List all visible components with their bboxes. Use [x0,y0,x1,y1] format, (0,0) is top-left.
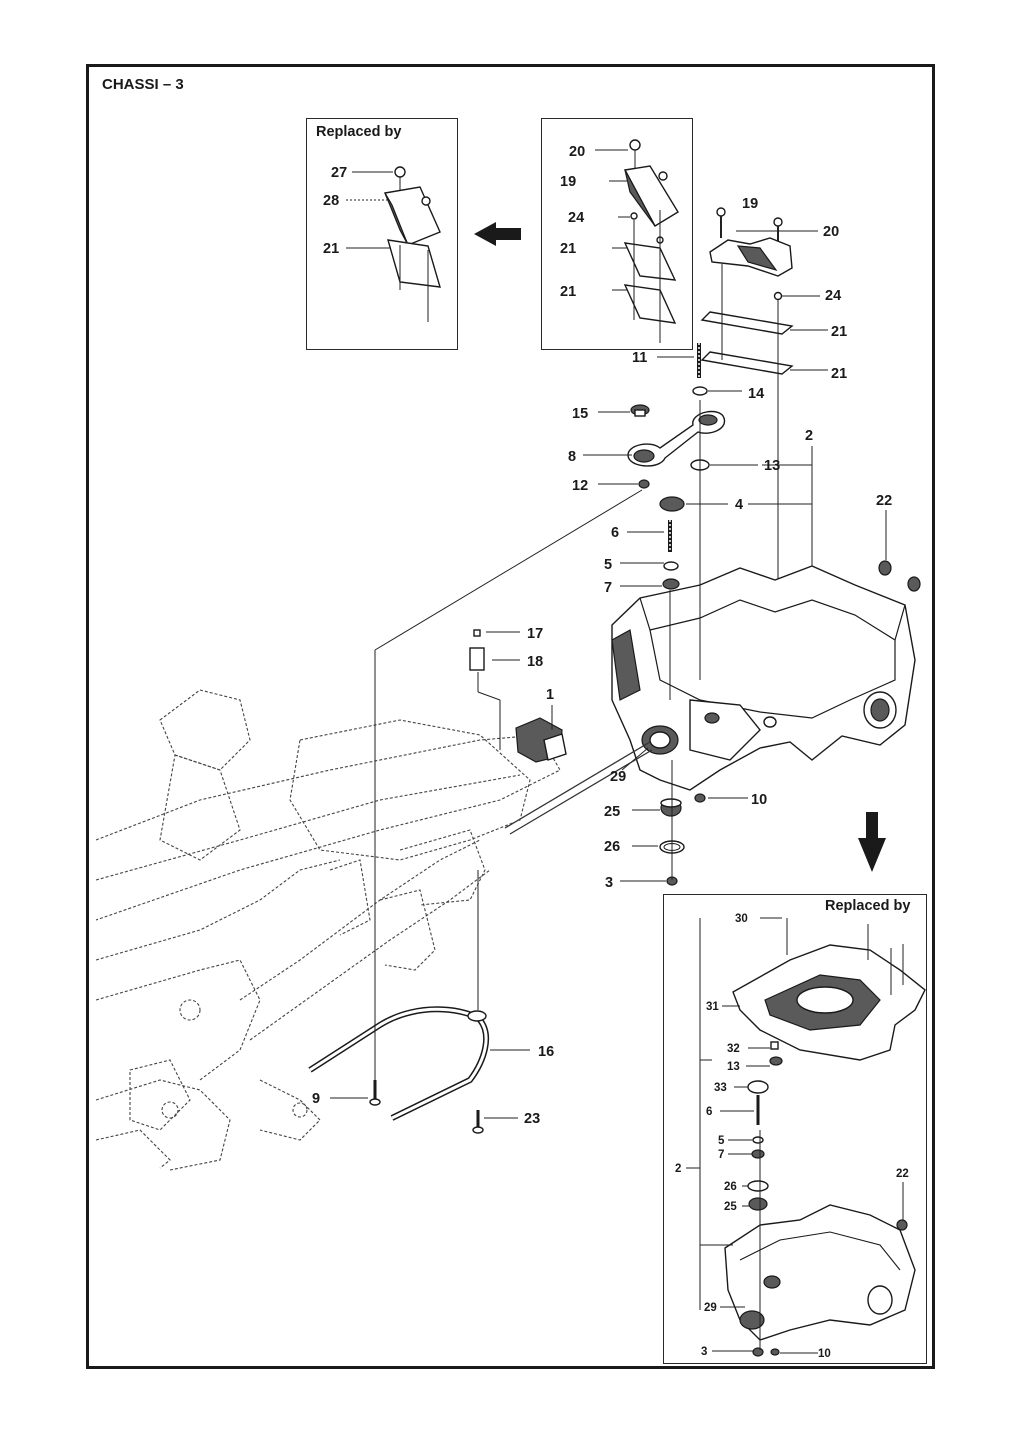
arrow-left-icon [474,222,521,246]
callout-7: 7 [718,1149,724,1161]
callout-12: 12 [572,478,588,494]
callout-25: 25 [604,804,620,820]
callout-21: 21 [560,284,576,300]
arrow-down-icon [858,812,886,872]
callout-24: 24 [825,288,841,304]
callout-26: 26 [724,1181,737,1193]
callout-31: 31 [706,1001,719,1013]
inset-top-left-parts [346,166,441,322]
replaced-by-inset-bottom [663,894,927,1364]
tractor-frame [95,489,643,1171]
callout-7: 7 [604,580,612,596]
replaced-by-label-top: Replaced by [316,124,402,140]
callout-10: 10 [818,1348,831,1360]
callout-25: 25 [724,1201,737,1213]
callout-6: 6 [611,525,619,541]
callout-19: 19 [560,174,576,190]
callout-11: 11 [632,350,647,366]
callout-1: 1 [546,687,554,703]
callout-26: 26 [604,839,620,855]
callout-3: 3 [701,1346,707,1358]
callout-4: 4 [735,497,743,513]
original-inset-top [541,118,693,350]
callout-17: 17 [527,626,543,642]
callout-18: 18 [527,654,543,670]
callout-9: 9 [312,1091,320,1107]
callout-15: 15 [572,406,588,422]
callout-29: 29 [610,769,626,785]
replaced-by-inset-top [306,118,458,350]
replaced-by-label-bottom: Replaced by [825,898,911,914]
main-subframe [504,400,916,886]
diagram-frame [86,64,935,1369]
callout-32: 32 [727,1043,740,1055]
callout-19: 19 [742,196,758,212]
callout-21: 21 [831,366,847,382]
callout-20: 20 [823,224,839,240]
inset-top-mid-parts [595,139,679,343]
callout-24: 24 [568,210,584,226]
callout-28: 28 [323,193,339,209]
callout-3: 3 [605,875,613,891]
callout-21: 21 [560,241,576,257]
callout-21: 21 [831,324,847,340]
page-title: CHASSI – 3 [102,76,184,93]
callout-6: 6 [706,1106,712,1118]
inset-bottom-right-parts [686,917,926,1357]
callout-22: 22 [876,493,892,509]
callout-8: 8 [568,449,576,465]
callout-13: 13 [764,458,780,474]
callout-10: 10 [751,792,767,808]
callout-29: 29 [704,1302,717,1314]
callout-22: 22 [896,1168,909,1180]
callout-13: 13 [727,1061,740,1073]
callout-20: 20 [569,144,585,160]
callout-16: 16 [538,1044,554,1060]
callout-14: 14 [748,386,764,402]
callout-23: 23 [524,1111,540,1127]
callout-5: 5 [718,1135,725,1147]
callout-27: 27 [331,165,347,181]
callout-2: 2 [805,428,813,444]
callout-21: 21 [323,241,339,257]
callout-2: 2 [675,1163,681,1175]
callout-33: 33 [714,1082,727,1094]
callout-30: 30 [735,913,748,925]
callout-5: 5 [604,557,612,573]
